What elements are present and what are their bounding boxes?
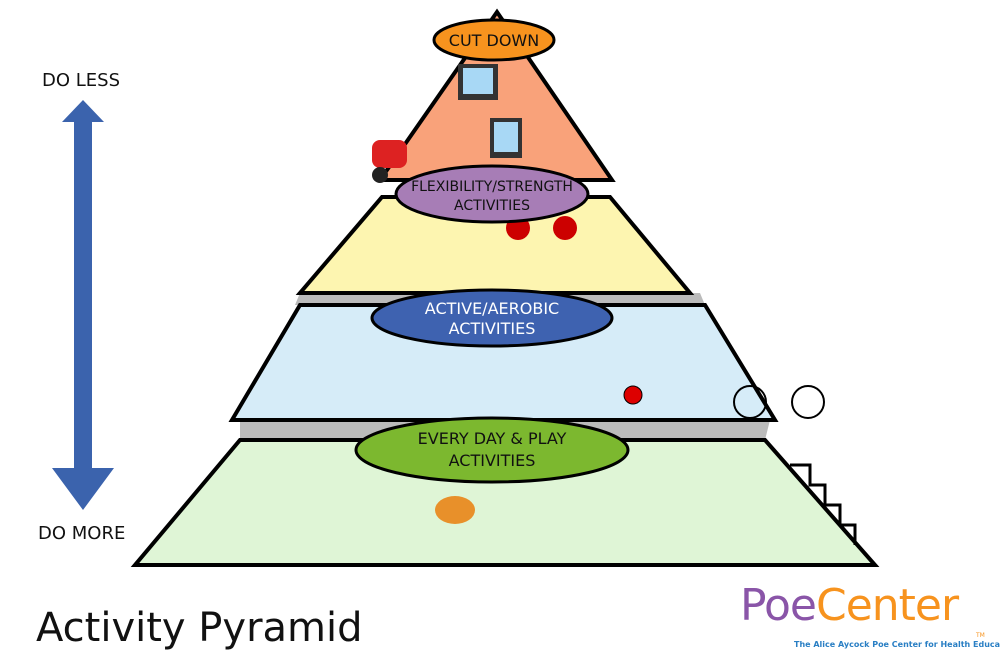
do-more-label: DO MORE: [38, 523, 126, 544]
stairs-icon: [790, 463, 857, 545]
page-title: Activity Pyramid: [36, 605, 363, 651]
cut-down-label: CUT DOWN: [449, 31, 539, 50]
oval-flexibility: [394, 164, 590, 224]
do-less-label: DO LESS: [42, 70, 121, 91]
flexibility-label-2: ACTIVITIES: [454, 198, 530, 214]
poe-center-logo: PoeCenter TM The Alice Aycock Poe Center…: [740, 580, 1000, 656]
ball-icon: [623, 385, 643, 405]
oval-cut-down: [432, 18, 556, 62]
logo-name-part1: Poe: [740, 580, 817, 631]
logo-trademark: TM: [976, 632, 985, 639]
logo-tagline: The Alice Aycock Poe Center for Health E…: [794, 640, 1000, 649]
do-less-more-arrow: [52, 100, 114, 510]
aerobic-label-2: ACTIVITIES: [449, 319, 536, 338]
flexibility-label-1: FLEXIBILITY/STRENGTH: [411, 179, 573, 195]
aerobic-label-1: ACTIVE/AEROBIC: [425, 299, 559, 318]
tv-icon: [490, 118, 522, 158]
leaves-icon: [435, 496, 475, 524]
everyday-label-2: ACTIVITIES: [449, 451, 536, 470]
tv-icon: [458, 64, 498, 100]
logo-name-part2: Center: [815, 580, 959, 631]
bicycle-icon: [733, 385, 825, 419]
oval-everyday: [354, 416, 630, 484]
everyday-label-1: EVERY DAY & PLAY: [418, 429, 567, 448]
oval-aerobic: [370, 288, 614, 348]
scooter-icon: [372, 140, 407, 183]
